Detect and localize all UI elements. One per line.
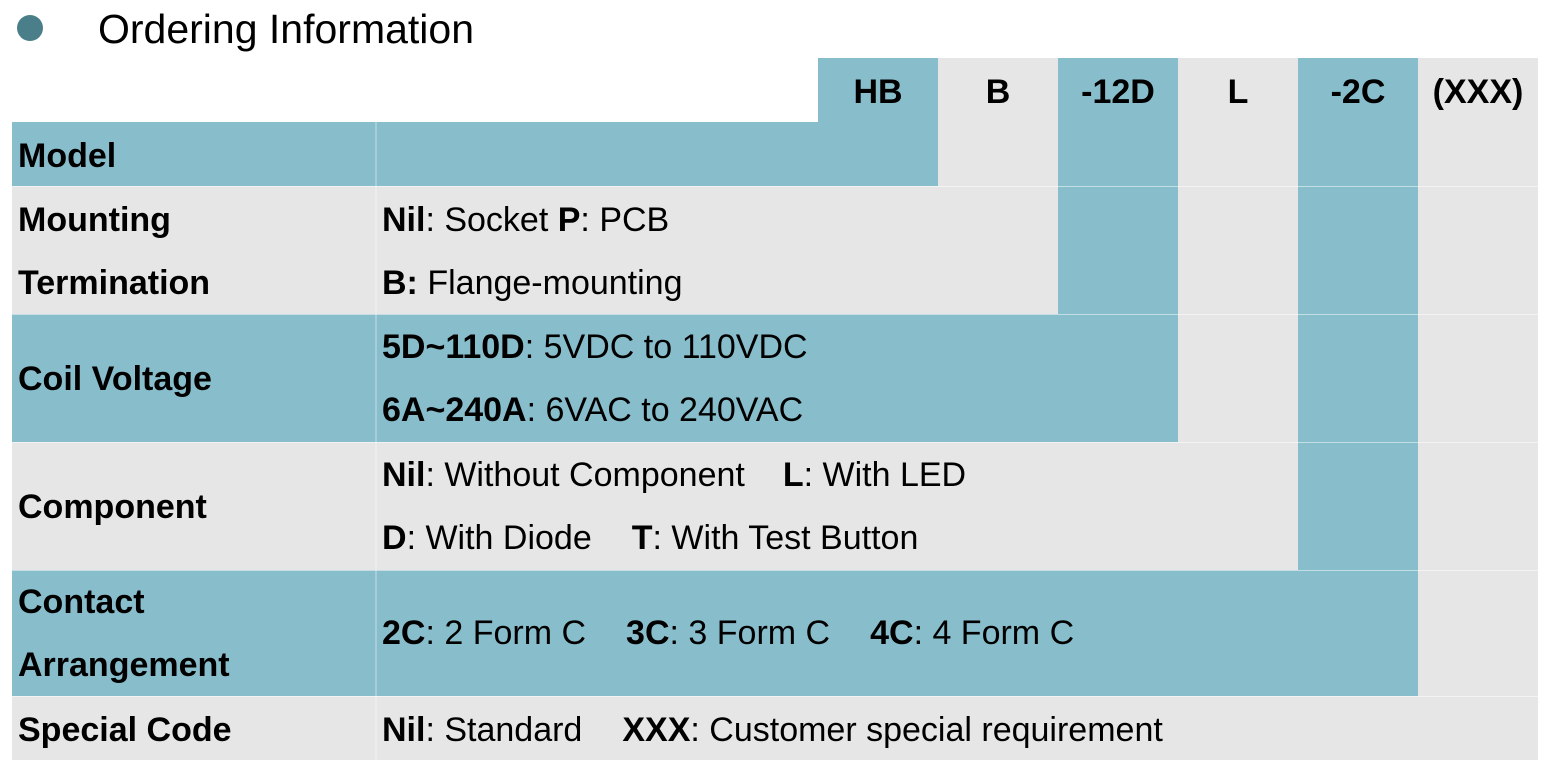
- row-divider: [12, 696, 1538, 697]
- option-code: 3C: [626, 614, 670, 652]
- contact-options: 2C: 2 Form C 3C: 3 Form C 4C: 4 Form C: [382, 613, 1074, 653]
- option-text: Flange-mounting: [417, 264, 683, 302]
- option-code: P: [557, 201, 581, 239]
- option-code: D: [382, 519, 407, 557]
- option-text: : Socket: [425, 201, 558, 239]
- code-cell-b-bg: [938, 58, 1058, 186]
- option-code: L: [782, 456, 804, 494]
- option-text: : Without Component: [425, 456, 745, 494]
- row-label-mounting-line1: Mounting: [18, 201, 171, 239]
- component-options-line1: Nil: Without Component L: With LED: [382, 455, 966, 495]
- row-component-bg: [12, 442, 1298, 570]
- option-text: : With Diode: [406, 519, 592, 557]
- option-code: Nil: [382, 711, 426, 749]
- coil-options-line2: 6A~240A: 6VAC to 240VAC: [382, 390, 803, 430]
- code-hb: HB: [853, 73, 903, 111]
- row-label-coil-voltage: Coil Voltage: [18, 360, 212, 398]
- page-title: Ordering Information: [98, 6, 475, 52]
- option-text: : 5VDC to 110VDC: [524, 328, 808, 366]
- special-options: Nil: Standard XXX: Customer special requi…: [382, 710, 1163, 750]
- option-code: 4C: [870, 614, 914, 652]
- code-cell-l-bg: [1178, 58, 1298, 442]
- option-text: : 6VAC to 240VAC: [526, 391, 804, 429]
- row-divider: [12, 570, 1538, 571]
- code-b: B: [985, 73, 1011, 111]
- title-bullet-icon: [17, 15, 43, 41]
- row-divider: [12, 442, 1538, 443]
- option-text: : Customer special requirement: [690, 711, 1163, 749]
- row-divider: [12, 314, 1538, 315]
- option-code: T: [631, 519, 653, 557]
- row-label-contact-line2: Arrangement: [18, 646, 230, 684]
- row-mounting-bg: [12, 186, 1058, 314]
- row-label-mounting-line2: Termination: [18, 264, 211, 302]
- code-l: L: [1227, 73, 1249, 111]
- component-options-line2: D: With Diode T: With Test Button: [382, 518, 918, 558]
- option-text: : 4 Form C: [913, 614, 1075, 652]
- column-divider: [375, 122, 377, 760]
- row-label-special-code: Special Code: [18, 711, 232, 749]
- option-text: : With LED: [803, 456, 967, 494]
- mounting-options-line1: Nil: Socket P: PCB: [382, 200, 669, 240]
- row-label-component: Component: [18, 488, 207, 526]
- code-xxx: (XXX): [1432, 73, 1524, 111]
- option-code: Nil: [382, 456, 426, 494]
- row-divider: [12, 186, 1538, 187]
- option-text: : 2 Form C: [425, 614, 587, 652]
- coil-options-line1: 5D~110D: 5VDC to 110VDC: [382, 327, 808, 367]
- option-text: : 3 Form C: [669, 614, 831, 652]
- option-code: Nil: [382, 201, 426, 239]
- option-code: 6A~240A: [382, 391, 527, 429]
- row-special-bg: [12, 696, 1538, 760]
- code-cell-hb-bg: [818, 58, 938, 186]
- code-2c: -2C: [1330, 73, 1386, 111]
- row-label-contact-line1: Contact: [18, 583, 145, 621]
- code-cell-xxx-bg: [1418, 58, 1538, 760]
- mounting-options-line2: B: Flange-mounting: [382, 263, 683, 303]
- option-code: B:: [382, 264, 418, 302]
- option-code: 2C: [382, 614, 426, 652]
- row-coil-bg: [12, 314, 1178, 442]
- row-contact-bg: [12, 570, 1418, 696]
- option-text: : Standard: [425, 711, 583, 749]
- option-text: : PCB: [580, 201, 670, 239]
- row-model-bg: [12, 122, 818, 186]
- option-code: XXX: [622, 711, 691, 749]
- code-12d: -12D: [1081, 73, 1155, 111]
- option-text: : With Test Button: [652, 519, 919, 557]
- row-label-model: Model: [18, 137, 117, 175]
- option-code: 5D~110D: [382, 328, 525, 366]
